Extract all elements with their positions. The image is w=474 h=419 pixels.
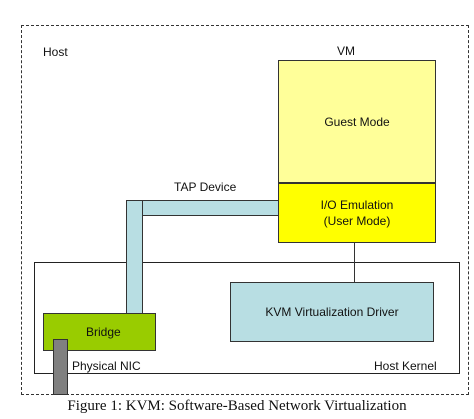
kvm-driver-box: KVM Virtualization Driver (230, 282, 434, 342)
figure-caption: Figure 1: KVM: Software-Based Network Vi… (67, 398, 407, 414)
guest-mode-label: Guest Mode (324, 114, 390, 129)
kvm-driver-label: KVM Virtualization Driver (265, 305, 399, 319)
host-label: Host (43, 45, 68, 59)
tap-device-vertical-link (126, 200, 143, 314)
io-emulation-mode-label: (User Mode) (323, 214, 391, 228)
host-kernel-boundary (34, 262, 460, 374)
guest-mode-box: Guest Mode (278, 60, 436, 183)
tap-device-label: TAP Device (174, 180, 237, 194)
physical-nic-port (53, 339, 68, 395)
bridge-label: Bridge (86, 325, 121, 339)
host-boundary (21, 25, 469, 395)
host-kernel-label: Host Kernel (374, 359, 437, 373)
tap-device-horizontal-link (126, 200, 298, 216)
io-emulation-box: I/O Emulation (User Mode) (278, 183, 436, 243)
physical-nic-label: Physical NIC (72, 359, 141, 373)
io-to-kvm-connector (354, 243, 355, 282)
io-emulation-label: I/O Emulation (320, 198, 394, 212)
vm-label: VM (337, 44, 355, 58)
